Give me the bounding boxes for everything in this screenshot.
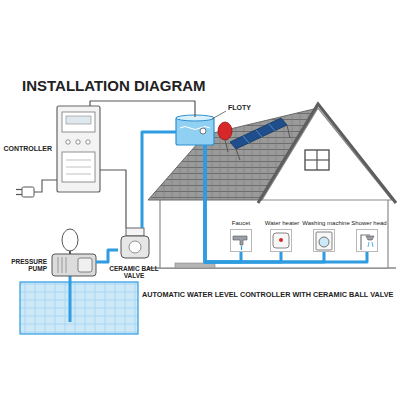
controller-unit-part <box>66 160 91 161</box>
controller-unit-part <box>62 152 95 182</box>
ball-valve <box>121 228 149 258</box>
water-heater-icon <box>273 233 289 248</box>
shower-head-icon-part <box>366 236 374 240</box>
component-label: Water heater <box>265 220 299 227</box>
water-pipe <box>205 145 241 262</box>
shower-head-icon-part <box>368 242 369 247</box>
power-plug-part <box>16 194 22 195</box>
appliance-box: Shower head <box>356 229 378 252</box>
water-heater-icon-part <box>279 238 283 242</box>
faucet-icon <box>233 236 247 250</box>
controller-unit <box>57 106 100 192</box>
controller-unit-part <box>66 116 91 124</box>
solar-heater <box>218 118 290 160</box>
controller-unit-part <box>86 140 90 144</box>
ball-valve-part <box>126 228 144 236</box>
solar-heater-part <box>243 136 249 143</box>
component-label: FLOTY <box>228 104 251 112</box>
washing-machine-icon <box>316 232 332 250</box>
pressure-pump-part <box>66 257 67 273</box>
component-box: CERAMIC BALL VALVE <box>118 228 150 262</box>
solar-heater-part <box>230 118 287 149</box>
signal-wire <box>100 170 126 228</box>
solar-heater-part <box>269 124 275 131</box>
house-part <box>160 198 388 268</box>
water-pipe <box>205 145 367 262</box>
power-plug-part <box>34 180 57 192</box>
washing-machine-icon-part <box>316 232 332 250</box>
underground-tank-part <box>20 282 138 334</box>
pressure-pump-part <box>78 258 92 272</box>
underground-tank-part <box>69 276 72 322</box>
pressure-pump <box>52 229 96 276</box>
component-label: CONTROLLER <box>3 145 52 153</box>
water-pipe <box>205 145 324 262</box>
faucet-icon-part <box>233 236 247 245</box>
component-label: PRESSURE PUMP <box>7 258 47 272</box>
controller-unit-part <box>57 106 100 192</box>
house-part <box>305 150 329 170</box>
controller-unit-part <box>66 174 91 175</box>
pressure-pump-part <box>58 257 59 273</box>
appliance-box: Washing machine <box>313 229 335 252</box>
diagram-title: INSTALLATION DIAGRAM <box>22 78 206 95</box>
solar-heater-part <box>225 140 228 152</box>
controller-unit-part <box>66 167 91 168</box>
house <box>148 104 396 268</box>
appliance-box: Water heater <box>270 229 292 252</box>
component-label: Washing machine <box>302 220 349 227</box>
pressure-pump-part <box>52 254 96 276</box>
water-pipe <box>96 250 118 262</box>
solar-heater-part <box>287 125 290 138</box>
component-label: Faucet <box>232 220 250 227</box>
shower-head-icon <box>361 235 374 250</box>
power-plug-part <box>16 189 22 190</box>
pressure-pump-part <box>62 229 78 251</box>
solar-heater-part <box>218 122 232 140</box>
power-plug <box>16 180 57 197</box>
water-tank <box>176 111 226 145</box>
underground-tank <box>20 276 138 334</box>
water-tank-part <box>200 128 206 134</box>
controller-unit-part <box>76 140 80 144</box>
component-box: CONTROLLER <box>57 106 100 192</box>
component-box: FLOTY <box>176 117 214 145</box>
water-tank-part <box>212 111 226 119</box>
component-box: PRESSURE PUMP <box>52 254 96 276</box>
signal-wire <box>90 101 195 117</box>
solar-heater-part <box>236 149 240 160</box>
washing-machine-icon-part <box>319 237 329 247</box>
diagram-caption: AUTOMATIC WATER LEVEL CONTROLLER WITH CE… <box>142 291 393 299</box>
water-pipe <box>142 132 176 228</box>
pressure-pump-part <box>62 257 63 273</box>
ball-valve-part <box>129 241 141 253</box>
house-part <box>305 159 329 160</box>
power-plug-part <box>22 187 34 197</box>
solar-heater-part <box>256 130 262 137</box>
component-label: CERAMIC BALL VALVE <box>107 265 161 279</box>
ball-valve-part <box>121 236 149 258</box>
appliance-box: Faucet <box>230 229 252 252</box>
faucet-icon-part <box>241 246 242 250</box>
water-heater-icon-part <box>273 233 289 248</box>
controller-unit-part <box>62 112 95 132</box>
shower-head-icon-part <box>372 242 373 247</box>
house-part <box>175 263 215 268</box>
controller-unit-part <box>66 140 70 144</box>
component-label: Shower head <box>351 220 386 227</box>
